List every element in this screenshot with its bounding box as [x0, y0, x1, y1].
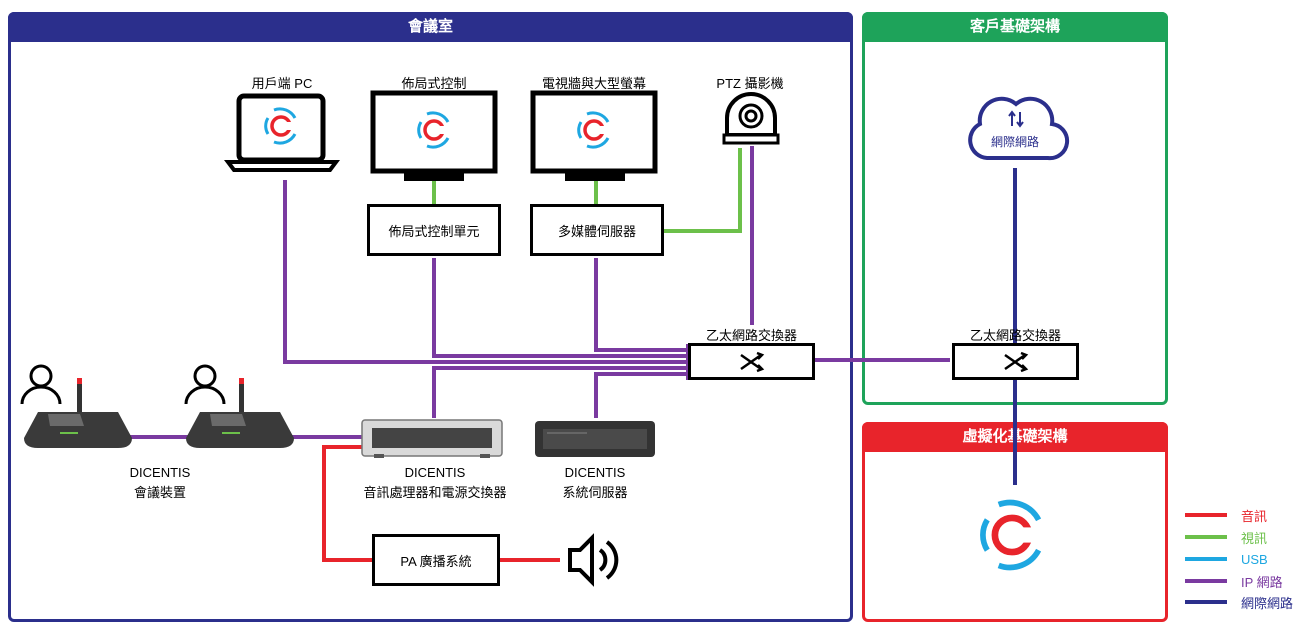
legend-label: 網際網路 [1241, 595, 1294, 611]
legend-swatch [1185, 557, 1227, 561]
audio-processor-label-line2: 音訊處理器和電源交換器 [363, 485, 507, 500]
conference-device-icon [24, 378, 132, 448]
legend-label: 音訊 [1241, 508, 1268, 524]
customer-infra-title: 客戶基礎架構 [862, 12, 1168, 42]
audio-processor-icon [361, 419, 503, 458]
video-lines [432, 148, 742, 233]
legend-item-usb: USB [1185, 550, 1302, 568]
person-icon [20, 364, 62, 405]
monitor-icon [370, 90, 498, 181]
internet-cloud-label: 網際網路 [990, 135, 1039, 149]
ptz-camera-label: PTZ 攝影機 [716, 76, 784, 91]
monitor-icon [530, 90, 658, 181]
system-server-icon [535, 421, 655, 457]
ethernet-switch-right-label: 乙太網路交換器 [969, 328, 1061, 343]
system-server-label-line1: DICENTIS [564, 465, 626, 480]
legend-item-video: 視訊 [1185, 528, 1302, 546]
legend-item-internet: 網際網路 [1185, 593, 1302, 611]
ethernet-switch-right-box [952, 343, 1079, 380]
video-wall-label: 電視牆與大型螢幕 [541, 76, 646, 91]
legend-label: IP 網路 [1241, 574, 1283, 590]
conference-devices-label-line1: DICENTIS [129, 465, 191, 480]
legend-label: 視訊 [1241, 530, 1268, 546]
legend-swatch [1185, 579, 1227, 583]
legend-item-ip-network: IP 網路 [1185, 572, 1302, 590]
layout-control-label: 佈局式控制 [401, 76, 467, 91]
audio-processor-label-line1: DICENTIS [404, 465, 466, 480]
meeting-room-title: 會議室 [8, 12, 853, 42]
user-pc-label: 用戶端 PC [251, 76, 313, 91]
dicentis-logo-icon [983, 503, 1039, 568]
audio-lines [322, 445, 560, 562]
speaker-icon [568, 533, 619, 587]
legend-swatch [1185, 600, 1227, 604]
camera-icon [722, 92, 780, 145]
conference-devices-label-line2: 會議裝置 [133, 485, 186, 500]
legend-swatch [1185, 535, 1227, 539]
legend-item-audio: 音訊 [1185, 506, 1302, 524]
pa-system-box: PA 廣播系統 [372, 534, 500, 586]
ethernet-switch-left-label: 乙太網路交換器 [705, 328, 797, 343]
multimedia-server-box: 多媒體伺服器 [530, 204, 664, 256]
layout-control-unit-box: 佈局式控制單元 [367, 204, 501, 256]
legend-swatch [1185, 513, 1227, 517]
person-icon [184, 364, 226, 405]
ethernet-switch-left-box [688, 343, 815, 380]
ip-network-lines [130, 146, 950, 439]
laptop-icon [224, 93, 340, 172]
conference-device-icon [186, 378, 294, 448]
legend-label: USB [1241, 551, 1268, 567]
system-server-label-line2: 系統伺服器 [562, 485, 628, 500]
cloud-icon [968, 96, 1070, 161]
